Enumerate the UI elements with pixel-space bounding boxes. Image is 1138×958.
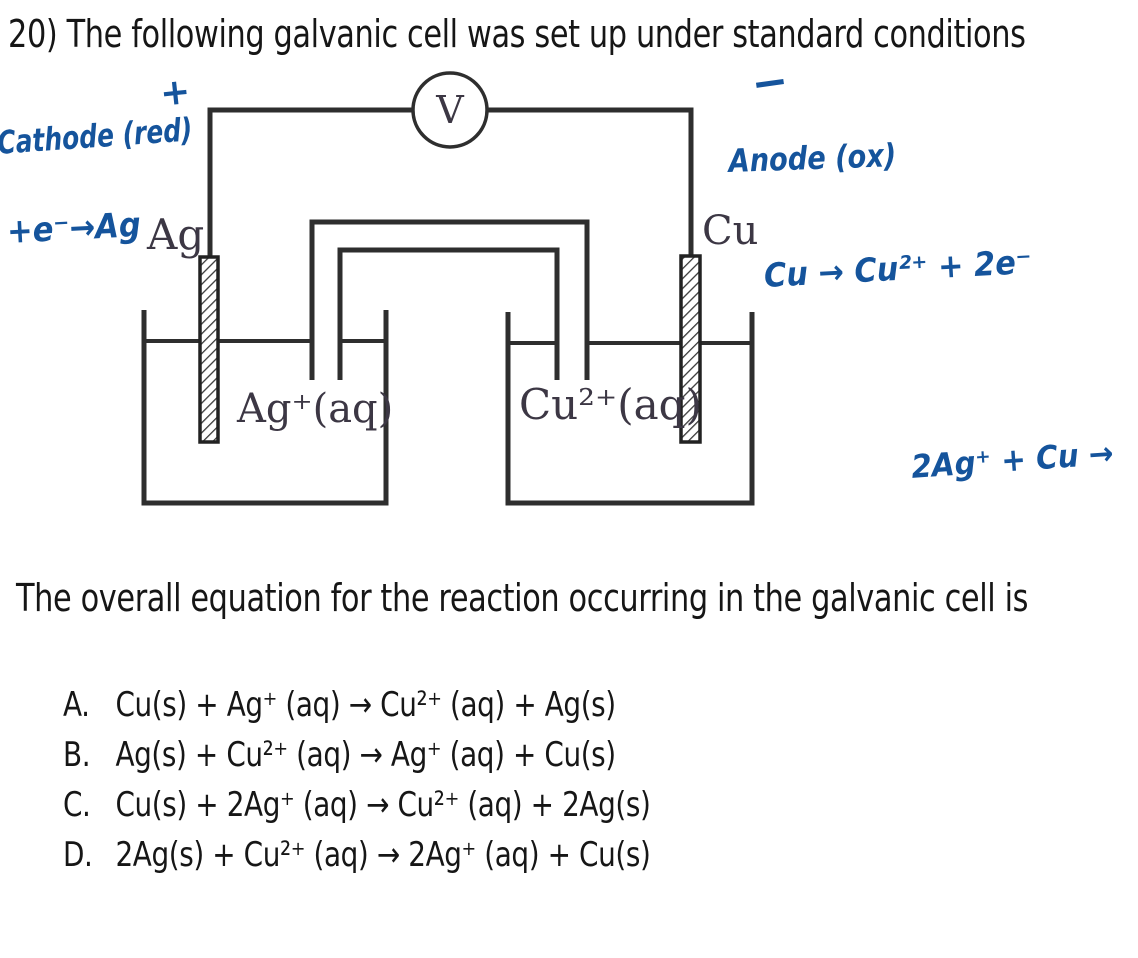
question-text: The overall equation for the reaction oc…	[16, 576, 1029, 620]
option-row-b: B. Ag(s) + Cu²⁺ (aq) → Ag⁺ (aq) + Cu(s)	[63, 730, 650, 780]
right-beaker	[505, 312, 755, 506]
wire-right	[487, 107, 694, 258]
voltmeter-icon	[411, 71, 489, 149]
ag-solution-label: Ag⁺(aq)	[237, 386, 394, 432]
answer-options: A. Cu(s) + Ag⁺ (aq) → Cu²⁺ (aq) + Ag(s) B…	[63, 680, 779, 880]
handwritten-minus-sign: −	[748, 54, 792, 111]
cu-electrode-label: Cu	[702, 208, 759, 254]
option-row-a: A. Cu(s) + Ag⁺ (aq) → Cu²⁺ (aq) + Ag(s)	[63, 680, 650, 730]
salt-bridge-inner	[337, 247, 560, 380]
handwritten-plus-sign: +	[158, 70, 193, 115]
salt-bridge-outer	[309, 219, 590, 380]
option-equation: Cu(s) + Ag⁺ (aq) → Cu²⁺ (aq) + Ag(s)	[115, 685, 616, 725]
copper-electrode	[679, 254, 702, 444]
option-letter: C.	[63, 785, 91, 825]
silver-electrode	[198, 255, 220, 444]
option-letter: B.	[63, 735, 91, 775]
option-equation: Ag(s) + Cu²⁺ (aq) → Ag⁺ (aq) + Cu(s)	[115, 735, 616, 775]
question-number-title: 20) The following galvanic cell was set …	[8, 12, 1026, 56]
wire-left	[207, 107, 413, 258]
option-row-c: C. Cu(s) + 2Ag⁺ (aq) → Cu²⁺ (aq) + 2Ag(s)	[63, 780, 651, 830]
left-beaker	[141, 310, 389, 506]
option-letter: A.	[63, 685, 90, 725]
option-letter: D.	[63, 835, 93, 875]
cu-solution-label: Cu²⁺(aq)	[519, 380, 702, 429]
handwritten-anode-label: Anode (ox)	[728, 136, 897, 180]
option-equation: Cu(s) + 2Ag⁺ (aq) → Cu²⁺ (aq) + 2Ag(s)	[115, 785, 651, 825]
option-equation: 2Ag(s) + Cu²⁺ (aq) → 2Ag⁺ (aq) + Cu(s)	[115, 835, 651, 875]
handwritten-cathode-half-reaction: +e⁻→Ag	[6, 204, 142, 252]
voltmeter-label: V	[436, 88, 464, 132]
ag-electrode-label: Ag	[147, 210, 205, 259]
option-row-d: D. 2Ag(s) + Cu²⁺ (aq) → 2Ag⁺ (aq) + Cu(s)	[63, 830, 651, 880]
